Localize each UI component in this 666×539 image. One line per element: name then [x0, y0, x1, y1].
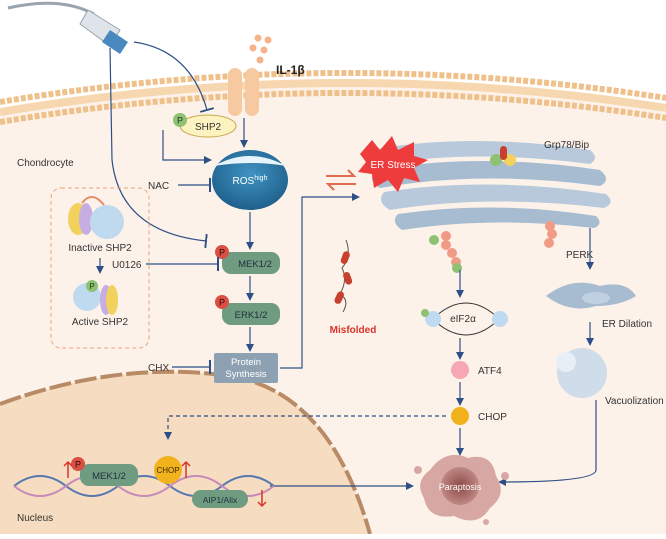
equilibrium-arrows [325, 169, 357, 191]
shp2-node: SHP2 P [173, 113, 237, 138]
il1b-label: IL-1β [276, 63, 305, 77]
paraptosis-cell [414, 454, 509, 525]
mek-phospho-label: P [219, 248, 225, 258]
atf4-label: ATF4 [478, 366, 502, 377]
protein-synthesis-line1: Protein [231, 357, 261, 368]
ros-node: ROShigh [212, 150, 288, 210]
upregulation-arrows [63, 460, 267, 508]
signaling-arrows [109, 41, 360, 374]
grp78-label: Grp78/Bip [544, 140, 589, 151]
shp2-label: SHP2 [195, 122, 222, 133]
nuclear-mek-node: MEK1/2 P [71, 457, 138, 486]
inset-phospho-label: P [89, 282, 94, 291]
il1b-particles [249, 34, 272, 64]
plasma-membrane [0, 70, 666, 125]
endoplasmic-reticulum [365, 141, 611, 230]
il1b-receptor [228, 68, 259, 116]
nuclear-mek-label: MEK1/2 [92, 471, 126, 482]
ultrasound-probe-icon [7, 1, 128, 54]
misfolded-label: Misfolded [330, 325, 377, 336]
grp78-bip-icon [490, 146, 516, 166]
nac-label: NAC [148, 181, 169, 192]
perk-receptor-right [544, 221, 557, 248]
vacuolization-label: Vacuolization [605, 396, 664, 407]
chx-label: CHX [148, 363, 169, 374]
inactive-shp2-label: Inactive SHP2 [68, 243, 132, 254]
eif2a-label: eIF2α [450, 314, 476, 325]
erk-label: ERK1/2 [235, 310, 268, 321]
dna-helix [13, 475, 275, 497]
perk-label: PERK [566, 250, 594, 261]
er-dilation-icon [546, 282, 636, 309]
shp2-activation-inset: Inactive SHP2 P Active SHP2 [50, 187, 150, 349]
nuclear-mek-phospho-label: P [75, 460, 81, 470]
erk-node: ERK1/2 P [215, 295, 280, 325]
aip1-label: AIP1/Alix [203, 495, 238, 505]
ros-label: ROS [233, 176, 255, 187]
er-stress-burst: ER Stress [358, 136, 428, 192]
ros-sup-label: high [254, 175, 267, 182]
chop-label: CHOP [478, 412, 507, 423]
eif2a-cycle [421, 302, 508, 336]
er-dilation-label: ER Dilation [602, 319, 652, 330]
mek-node: MEK1/2 P [215, 245, 280, 274]
misfolded-protein-icon [334, 239, 353, 313]
nuclear-chop-node: CHOP [154, 456, 182, 484]
protein-synthesis-node: Protein Synthesis [214, 353, 278, 383]
atf4-node [451, 361, 469, 379]
active-shp2-label: Active SHP2 [72, 317, 129, 328]
svg-text:ROShigh: ROShigh [233, 175, 268, 187]
er-stress-label: ER Stress [370, 160, 415, 171]
aip1-alix-node: AIP1/Alix [192, 490, 248, 508]
nuclear-chop-label: CHOP [156, 466, 179, 475]
chondrocyte-label: Chondrocyte [17, 158, 74, 169]
vacuolization-icon [556, 348, 607, 398]
chop-node [451, 407, 469, 425]
protein-synthesis-line2: Synthesis [225, 369, 266, 380]
paraptosis-label: Paraptosis [439, 482, 482, 492]
erk-phospho-label: P [219, 298, 225, 308]
mek-label: MEK1/2 [238, 259, 272, 270]
er-arrows [164, 228, 597, 490]
phospho-label: P [177, 116, 183, 126]
u0126-label: U0126 [112, 260, 142, 271]
nucleus-label: Nucleus [17, 513, 53, 524]
